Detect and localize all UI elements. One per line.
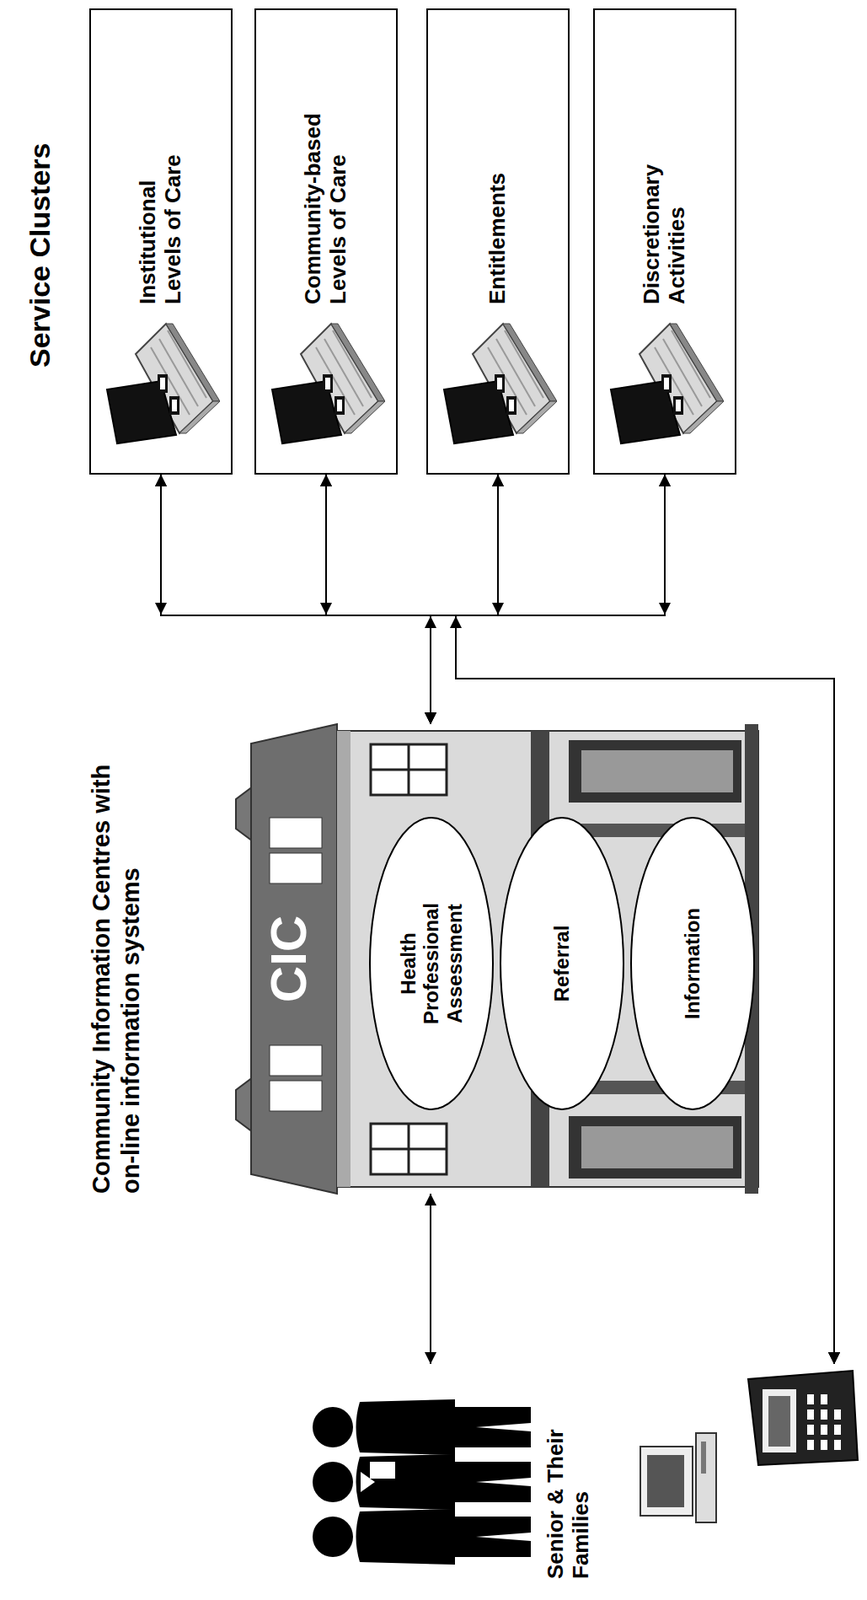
service-box: Entitlements (426, 8, 570, 475)
desktop-computer (640, 1432, 717, 1522)
service-box: Institutional Levels of Care (89, 8, 233, 475)
node-label: Community-based Levels of Care (300, 109, 352, 305)
service-ellipse: Health Professional Assessment (368, 815, 495, 1111)
computer-icon (444, 323, 557, 444)
node-label: Institutional Levels of Care (135, 109, 187, 305)
building-facade (337, 730, 759, 1187)
building-roof (251, 723, 338, 1194)
ellipse-shape (631, 817, 755, 1109)
door (568, 1115, 742, 1178)
node-label: Information (680, 878, 705, 1048)
cornice (337, 730, 351, 1187)
computer-icon (610, 323, 724, 444)
computer-icon (272, 323, 386, 444)
ellipse-shape (369, 817, 493, 1109)
roof-window (269, 852, 322, 884)
roof-window (269, 1044, 322, 1076)
node-heading: Community Information Centres with on-li… (86, 723, 146, 1194)
connector-arrow (455, 474, 835, 1364)
roof-window (269, 1080, 322, 1111)
service-box: Discretionary Activities (593, 8, 737, 475)
ellipse-shape (500, 817, 624, 1109)
connector-arrow (160, 474, 835, 1364)
info-centre: Community Information Centres with on-li… (86, 723, 759, 1194)
cic-building (235, 723, 759, 1194)
building-sign: CIC (255, 723, 323, 1194)
service-box: Community-based Levels of Care (254, 8, 398, 475)
facade-window (370, 1123, 447, 1174)
terminal-computer (748, 1370, 858, 1465)
connector-arrow (430, 474, 498, 724)
connector-arrow (430, 474, 665, 724)
computer-icon (107, 323, 220, 444)
people-figures (312, 1398, 531, 1564)
paper (369, 1460, 397, 1479)
node-label: Discretionary Activities (639, 109, 691, 305)
connector-arrow (160, 474, 431, 724)
connector-arrow (326, 474, 431, 724)
connector-arrow (455, 474, 835, 1364)
group-heading: Service Clusters (23, 143, 57, 369)
facade-window (370, 743, 447, 795)
connector-arrow (326, 474, 835, 1364)
roof-window (269, 817, 322, 848)
node-label: Senior & Their Families (543, 1426, 595, 1579)
node-label: Referral (550, 878, 574, 1048)
door (568, 739, 742, 803)
seniors-group: Senior & Their Families (286, 1363, 860, 1591)
node-label: Entitlements (485, 109, 511, 305)
service-ellipse: Information (629, 815, 756, 1111)
service-ellipse: Referral (498, 815, 626, 1111)
computer-icons (107, 323, 724, 444)
connector-arrow (429, 1193, 432, 1364)
node-label: Health Professional Assessment (396, 878, 467, 1048)
